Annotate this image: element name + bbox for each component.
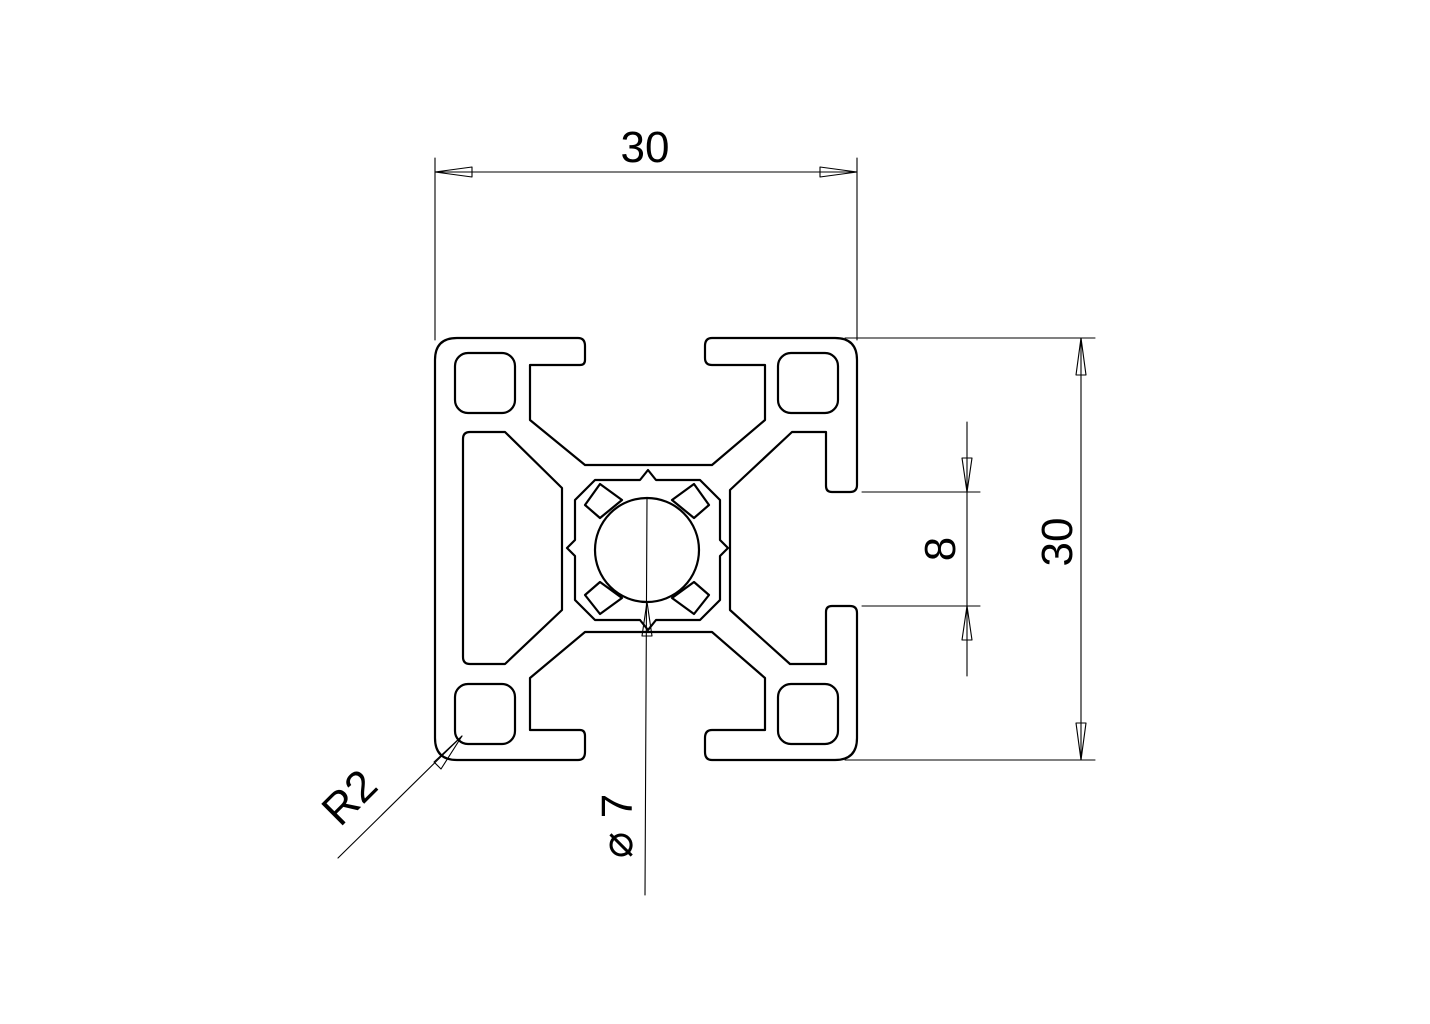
- width-label: 30: [621, 123, 670, 172]
- height-label: 30: [1033, 518, 1082, 567]
- corner-cavities: [453, 351, 840, 746]
- arrowhead-slot-top: [961, 457, 973, 493]
- height-dimension: 30: [844, 337, 1096, 761]
- central-cavity: [565, 468, 730, 632]
- width-dimension: 30: [434, 123, 858, 341]
- arrowhead-slot-bottom: [961, 605, 973, 641]
- diameter-symbol: ⌀: [593, 832, 642, 859]
- arrowhead-top: [1075, 337, 1087, 376]
- arrowhead-diameter: [641, 601, 653, 637]
- left-cavity: [461, 430, 564, 666]
- arrowhead-bottom: [1075, 722, 1087, 761]
- radius-label: R2: [313, 761, 387, 835]
- profile-outline: [433, 336, 859, 762]
- slot-dimension: 8: [861, 421, 981, 677]
- arrowhead-right: [819, 166, 858, 178]
- slot-label: 8: [916, 537, 965, 561]
- diameter-callout: ⌀ 7: [593, 497, 653, 896]
- arrowhead-left: [434, 166, 473, 178]
- diameter-label: 7: [593, 794, 642, 818]
- arrowhead-radius: [433, 735, 463, 770]
